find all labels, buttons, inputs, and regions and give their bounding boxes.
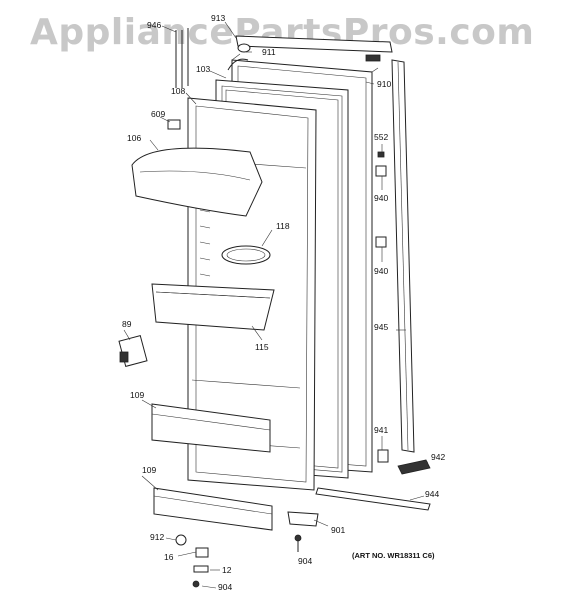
- callout-904-right: 904: [298, 556, 313, 566]
- hinge-parts: [227, 43, 251, 71]
- callout-89: 89: [122, 319, 132, 329]
- callout-103: 103: [196, 64, 211, 74]
- side-trim-strip: [391, 59, 415, 453]
- callout-12: 12: [222, 565, 232, 575]
- dispenser-cover: [131, 147, 263, 217]
- callout-552: 552: [374, 132, 389, 142]
- clip-609: [167, 119, 181, 130]
- callout-913: 913: [211, 13, 226, 23]
- oval-window: [221, 245, 271, 265]
- callout-901: 901: [331, 525, 346, 535]
- callout-912: 912: [150, 532, 165, 542]
- small-hardware: [375, 151, 389, 463]
- callout-904-bottom: 904: [218, 582, 233, 592]
- callout-911: 911: [262, 47, 276, 57]
- callout-945: 945: [374, 322, 389, 332]
- callout-940-upper: 940: [374, 193, 389, 203]
- leader-lines: [123, 21, 429, 589]
- callout-16: 16: [164, 552, 174, 562]
- callout-941: 941: [374, 425, 389, 435]
- callout-108: 108: [171, 86, 186, 96]
- fasteners: [175, 534, 302, 588]
- door-bin-upper: [151, 403, 271, 453]
- callout-106: 106: [127, 133, 142, 143]
- part-89: [118, 334, 148, 368]
- callout-940-lower: 940: [374, 266, 389, 276]
- door-bin-lower: [153, 487, 273, 531]
- callout-942: 942: [431, 452, 446, 462]
- top-cap: [235, 35, 393, 62]
- callout-109-upper: 109: [130, 390, 145, 400]
- callout-118: 118: [276, 221, 290, 231]
- bottom-strip-944: [315, 487, 431, 511]
- callout-910: 910: [377, 79, 392, 89]
- callout-115: 115: [255, 342, 269, 352]
- callout-109-lower: 109: [142, 465, 157, 475]
- water-tube: [175, 28, 189, 88]
- door-shelf-115: [151, 283, 275, 331]
- callout-944: 944: [425, 489, 440, 499]
- art-number: (ART NO. WR18311 C6): [352, 551, 435, 560]
- callout-946: 946: [147, 20, 162, 30]
- bracket-942: [397, 459, 431, 475]
- callout-609: 609: [151, 109, 166, 119]
- part-901: [287, 511, 319, 527]
